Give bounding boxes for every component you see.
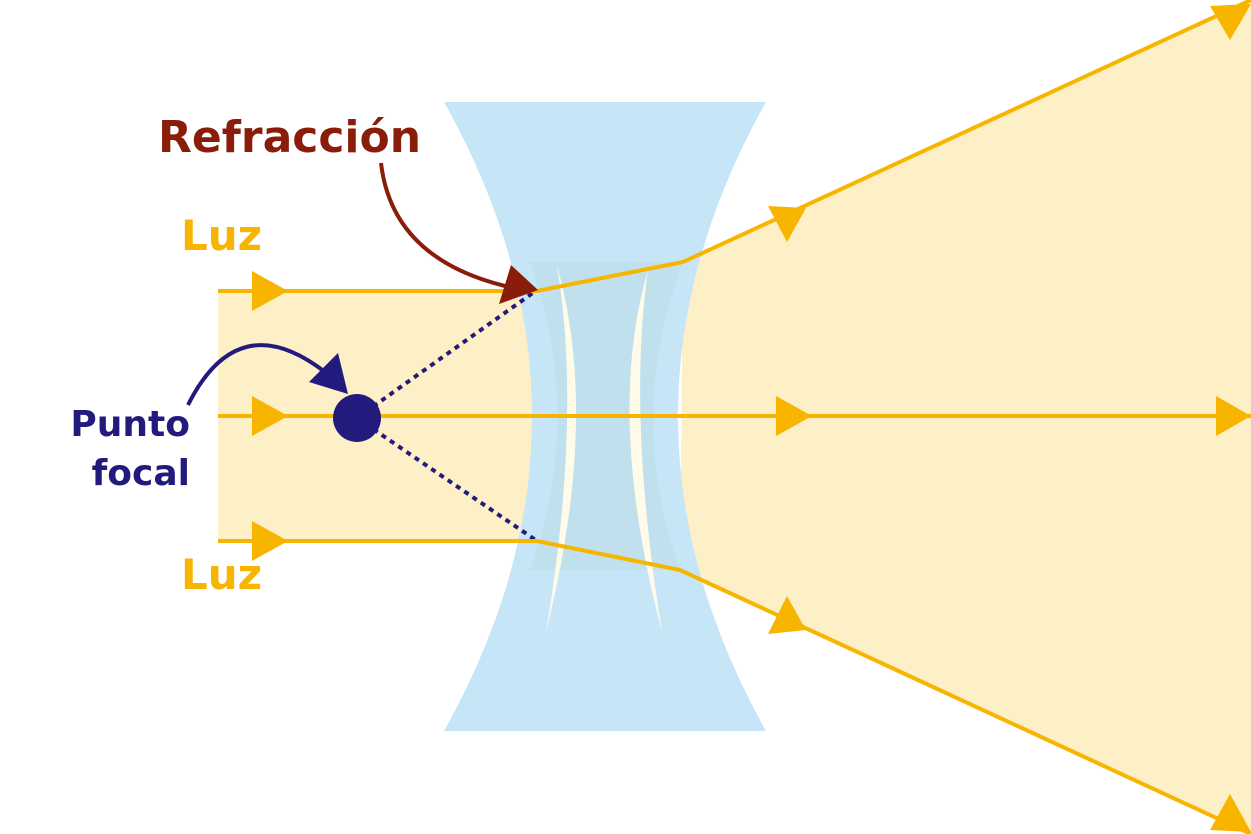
- ray-arrow-top-in: [252, 271, 288, 311]
- light-label-top: Luz: [181, 211, 262, 260]
- ray-arrow-bottom-in: [252, 521, 288, 561]
- ray-arrow-bottom-out: [768, 596, 806, 634]
- ray-arrow-middle-out: [776, 396, 812, 436]
- ray-arrow-middle-in: [252, 396, 288, 436]
- light-ray-bottom: [218, 539, 1251, 834]
- lens-highlight-left: [546, 266, 577, 632]
- refraction-arrow: [379, 162, 506, 288]
- focal-point-arrowhead: [309, 353, 348, 394]
- focal-point-label-line1: Punto: [70, 404, 190, 445]
- refraction-label: Refracción: [158, 112, 421, 163]
- virtual-ray-top: [355, 288, 539, 420]
- ray-arrow-top-out: [768, 206, 806, 242]
- ray-arrow-middle-end: [1216, 396, 1251, 436]
- refraction-arrowhead: [499, 265, 538, 304]
- focal-point-dot: [333, 394, 381, 442]
- ray-arrow-bottom-end: [1210, 794, 1251, 832]
- focal-point-label-line2: focal: [92, 453, 190, 494]
- light-label-bottom: Luz: [181, 550, 262, 599]
- light-ray-top: [218, 0, 1251, 293]
- lens-highlight-right: [629, 270, 662, 632]
- ray-arrow-top-end: [1210, 4, 1251, 40]
- virtual-ray-bottom: [355, 416, 539, 543]
- focal-point-arrow: [186, 343, 327, 406]
